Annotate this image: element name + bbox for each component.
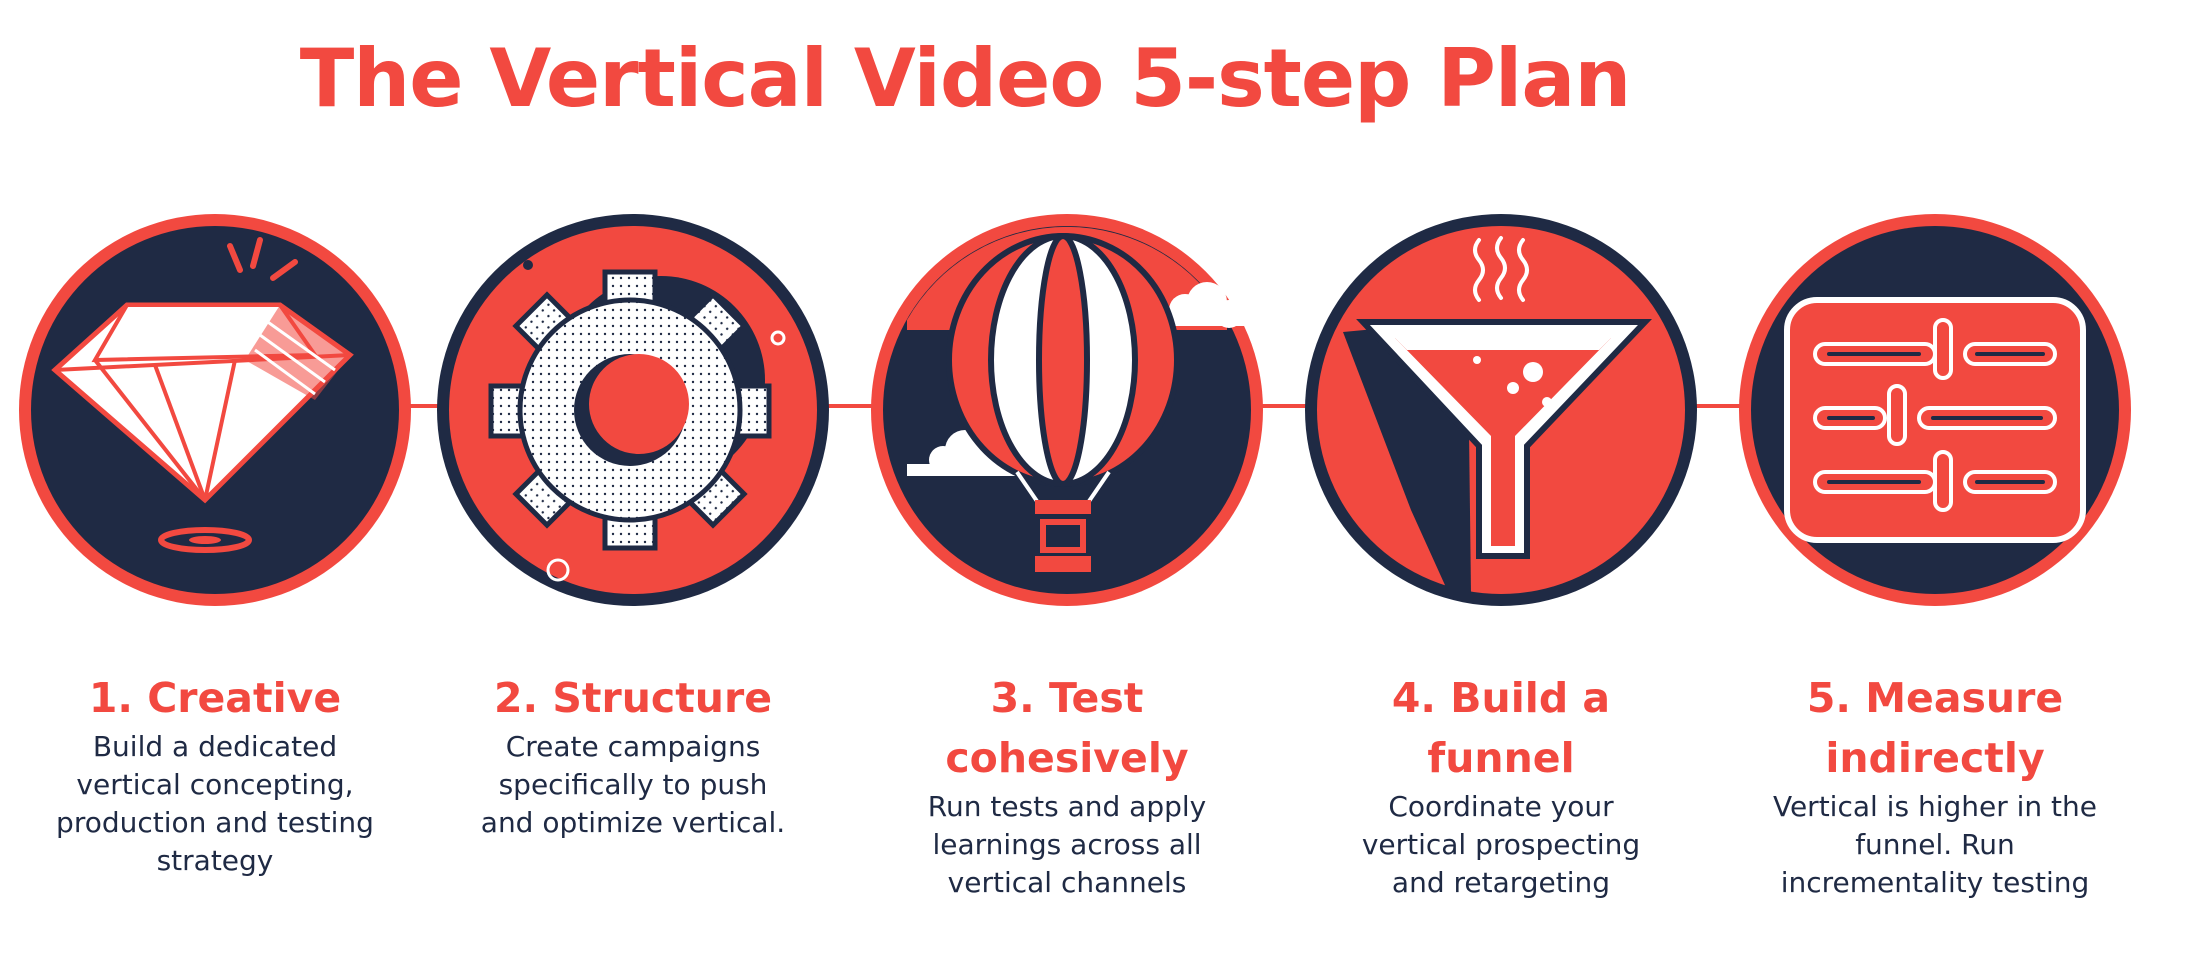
step-title: 2. Structure [493,674,773,722]
step-2: 2. Structure Create campaigns specifical… [468,668,798,842]
diamond-icon [19,214,411,606]
step-5: 5. Measure indirectly Vertical is higher… [1770,668,2100,902]
step-description: Create campaigns specifically to push an… [480,730,786,839]
step-5-circle [1735,210,2135,610]
step-description: Build a dedicated vertical concepting, p… [56,730,374,877]
step-title: 3. Test cohesively [945,674,1189,782]
step-title: 4. Build a funnel [1391,674,1611,782]
connector-line [384,404,448,408]
step-title: 1. Creative [88,674,342,722]
step-3: 3. Test cohesively Run tests and apply l… [902,668,1232,902]
step-4-circle [1301,210,1701,610]
funnel-icon [1305,214,1697,606]
step-title: 5. Measure indirectly [1806,674,2064,782]
step-2-circle [433,210,833,610]
page-title: The Vertical Video 5-step Plan [299,32,1632,125]
hot-air-balloon-icon [871,214,1263,606]
connector-line [1252,404,1316,408]
step-4: 4. Build a funnel Coordinate your vertic… [1336,668,1666,902]
step-3-circle [867,210,1267,610]
gear-icon [437,214,829,606]
step-1: 1. Creative Build a dedicated vertical c… [50,668,380,880]
connector-line [818,404,882,408]
step-description: Run tests and apply learnings across all… [927,790,1207,899]
connector-line [1686,404,1750,408]
step-description: Vertical is higher in the funnel. Run in… [1772,790,2098,899]
step-1-circle [15,210,415,610]
step-description: Coordinate your vertical prospecting and… [1361,790,1641,899]
sliders-icon [1739,214,2131,606]
